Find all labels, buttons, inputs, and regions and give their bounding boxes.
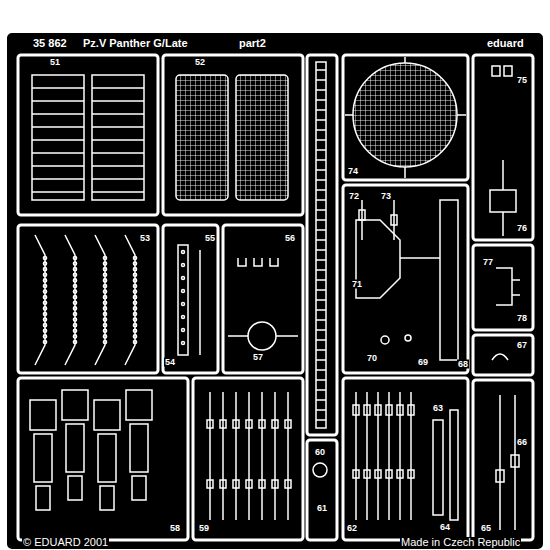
callout-number: 75	[516, 76, 528, 85]
callout-number: 57	[252, 353, 264, 362]
callout-number: 59	[198, 524, 210, 533]
callout-number: 73	[380, 192, 392, 201]
callout-number: 76	[516, 224, 528, 233]
callout-number: 68	[457, 360, 469, 369]
fret-header: part2	[238, 38, 267, 49]
callout-number: 67	[516, 341, 528, 350]
fret-footer: © EDUARD 2001	[22, 537, 109, 548]
callout-number: 78	[516, 314, 528, 323]
callout-number: 65	[480, 524, 492, 533]
callout-number: 70	[366, 354, 378, 363]
callout-number: 69	[417, 358, 429, 367]
callout-number: 62	[346, 524, 358, 533]
fret-footer: Made in Czech Republic	[400, 537, 521, 548]
callout-number: 74	[347, 167, 359, 176]
callout-number: 60	[314, 448, 326, 457]
callout-number: 77	[482, 258, 494, 267]
callout-number: 55	[204, 234, 216, 243]
callout-number: 72	[348, 192, 360, 201]
callout-number: 66	[516, 438, 528, 447]
callout-number: 52	[194, 58, 206, 67]
callout-number: 56	[284, 234, 296, 243]
callout-number: 71	[351, 280, 363, 289]
callout-number: 64	[439, 523, 451, 532]
fret-header: Pz.V Panther G/Late	[82, 38, 189, 49]
fret-header: eduard	[486, 38, 525, 49]
callout-number: 61	[316, 504, 328, 513]
callout-number: 58	[169, 524, 181, 533]
callout-number: 63	[432, 404, 444, 413]
callout-number: 53	[139, 234, 151, 243]
callout-number: 51	[49, 58, 61, 67]
fret-header: 35 862	[32, 38, 68, 49]
callout-number: 54	[164, 358, 176, 367]
